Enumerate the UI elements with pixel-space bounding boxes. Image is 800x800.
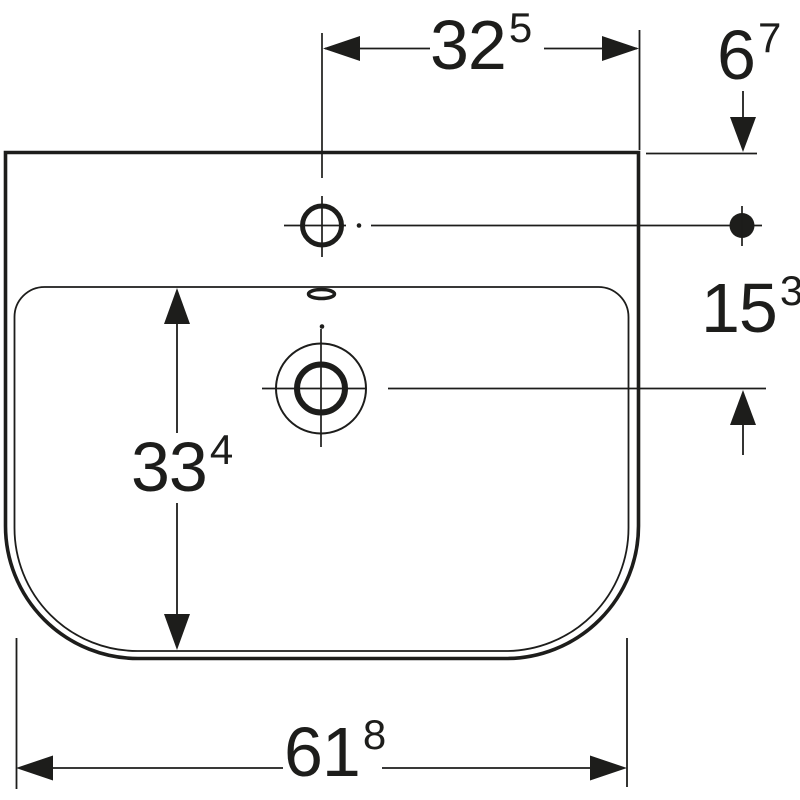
centerlines bbox=[319, 33, 766, 390]
dim-superscript: 5 bbox=[508, 4, 532, 51]
dimension-tap-to-drain bbox=[730, 390, 756, 455]
basin-inner-rim bbox=[13, 286, 630, 652]
tap-axis-end-dot bbox=[729, 206, 755, 246]
arrow-right-icon bbox=[590, 755, 627, 781]
drain-hole bbox=[262, 329, 367, 447]
basin-outer-outline bbox=[3, 150, 641, 661]
arrow-left-icon bbox=[323, 36, 360, 61]
dim-superscript: 4 bbox=[209, 426, 233, 473]
dim-superscript: 3 bbox=[779, 267, 800, 314]
arrow-up-icon bbox=[730, 390, 756, 425]
arrow-up-icon bbox=[164, 288, 190, 324]
dimension-bowl-depth bbox=[164, 288, 190, 650]
dimension-overall-width bbox=[15, 638, 628, 789]
dim-value: 15 bbox=[701, 269, 778, 347]
dim-label-overall-width: 61 8 bbox=[284, 711, 386, 791]
dim-superscript: 8 bbox=[362, 711, 386, 758]
dim-superscript: 7 bbox=[757, 14, 781, 61]
dim-label-bowl-depth: 33 4 bbox=[131, 426, 233, 506]
dim-label-edge-to-tap: 6 7 bbox=[717, 14, 781, 94]
dimension-edge-to-tap bbox=[646, 91, 757, 155]
dim-label-tap-to-drain: 15 3 bbox=[701, 267, 800, 347]
dim-value: 33 bbox=[131, 428, 208, 506]
dim-value: 32 bbox=[430, 6, 507, 84]
dim-label-tap-to-right-edge: 32 5 bbox=[430, 4, 532, 84]
arrow-down-icon bbox=[730, 117, 756, 152]
arrow-down-icon bbox=[164, 614, 190, 650]
dim-value: 61 bbox=[284, 713, 361, 791]
dimension-tap-to-right-edge bbox=[323, 30, 641, 150]
overflow-slot bbox=[306, 287, 337, 301]
tap-hole bbox=[284, 196, 346, 257]
arrow-right-icon bbox=[602, 36, 639, 61]
arrow-left-icon bbox=[16, 755, 53, 781]
dim-value: 6 bbox=[717, 16, 756, 94]
